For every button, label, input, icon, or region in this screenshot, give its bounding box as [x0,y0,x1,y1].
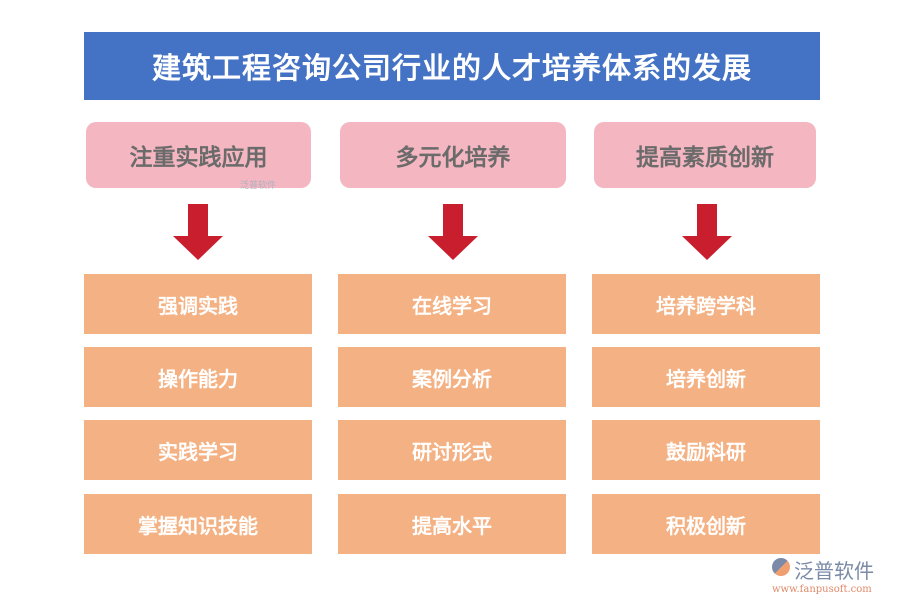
column-header: 提高素质创新 [594,122,816,188]
item-box: 案例分析 [338,347,566,407]
item-box: 掌握知识技能 [84,494,312,554]
watermark-url: www.fanpusoft.com [772,584,872,595]
diagram-title: 建筑工程咨询公司行业的人才培养体系的发展 [84,32,820,100]
item-box: 培养跨学科 [592,274,820,334]
column-header: 注重实践应用 [86,122,311,188]
item-box: 培养创新 [592,347,820,407]
item-box: 积极创新 [592,494,820,554]
item-box: 在线学习 [338,274,566,334]
item-box: 强调实践 [84,274,312,334]
watermark-logo: 泛普软件 www.fanpusoft.com [772,555,874,595]
down-arrow-icon [682,204,732,260]
column-header: 多元化培养 [340,122,566,188]
down-arrow-icon [428,204,478,260]
watermark-name: 泛普软件 [794,559,874,583]
down-arrow-icon [173,204,223,260]
item-box: 操作能力 [84,347,312,407]
item-box: 实践学习 [84,420,312,480]
item-box: 研讨形式 [338,420,566,480]
item-box: 提高水平 [338,494,566,554]
fanpu-logo-icon [772,558,790,576]
small-watermark: 泛普软件 [240,181,277,191]
item-box: 鼓励科研 [592,420,820,480]
